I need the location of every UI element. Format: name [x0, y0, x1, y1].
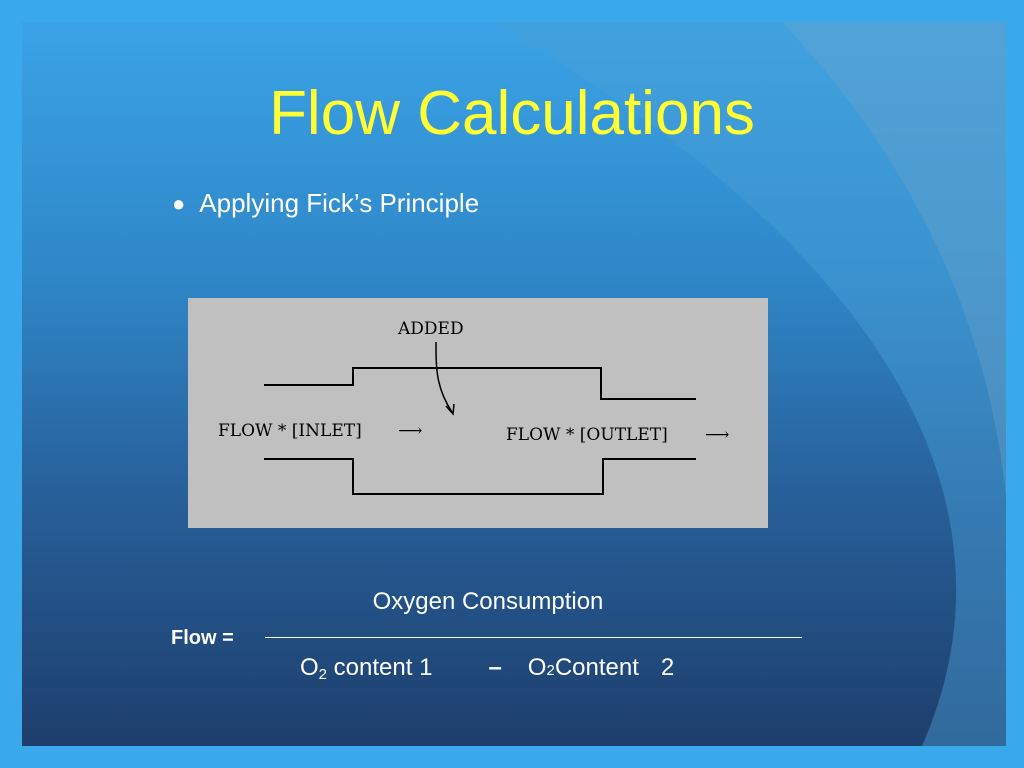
- term-b-number: 2: [660, 654, 675, 681]
- term-b-rest: Content: [554, 654, 639, 681]
- pipe-top-wall: [264, 367, 696, 400]
- term-a-sub: 2: [318, 666, 328, 683]
- slide-title: Flow Calculations: [269, 79, 755, 148]
- equation-lhs: Flow =: [171, 627, 234, 649]
- fick-diagram-svg: ADDED FLOW * [INLET] ⟶ FLOW * [OUTLET] ⟶: [218, 319, 729, 495]
- decorative-swoosh: [492, 22, 1006, 746]
- term-a-rest: content 1: [327, 654, 433, 681]
- minus-operator: –: [488, 654, 502, 681]
- bullet-icon: ●: [172, 190, 186, 216]
- outlet-label: FLOW * [OUTLET]: [506, 425, 668, 445]
- term-b-base: O: [527, 654, 547, 681]
- bullet-item: ● Applying Fick’s Principle: [172, 188, 479, 219]
- inlet-arrow: ⟶: [398, 421, 422, 441]
- fick-diagram: ADDED FLOW * [INLET] ⟶ FLOW * [OUTLET] ⟶: [188, 298, 768, 528]
- added-arrow: [435, 341, 453, 413]
- inlet-label: FLOW * [INLET]: [218, 421, 362, 441]
- equation-numerator: Oxygen Consumption: [372, 588, 604, 615]
- outlet-arrow: ⟶: [705, 425, 729, 445]
- bullet-text: Applying Fick’s Principle: [199, 188, 480, 218]
- fraction-bar: [265, 637, 802, 638]
- pipe-bottom-wall: [264, 458, 696, 495]
- added-label: ADDED: [397, 319, 464, 339]
- added-arrowhead: [445, 403, 455, 416]
- term-a-base: O: [300, 654, 319, 681]
- term-a: O2 content 1: [300, 654, 432, 682]
